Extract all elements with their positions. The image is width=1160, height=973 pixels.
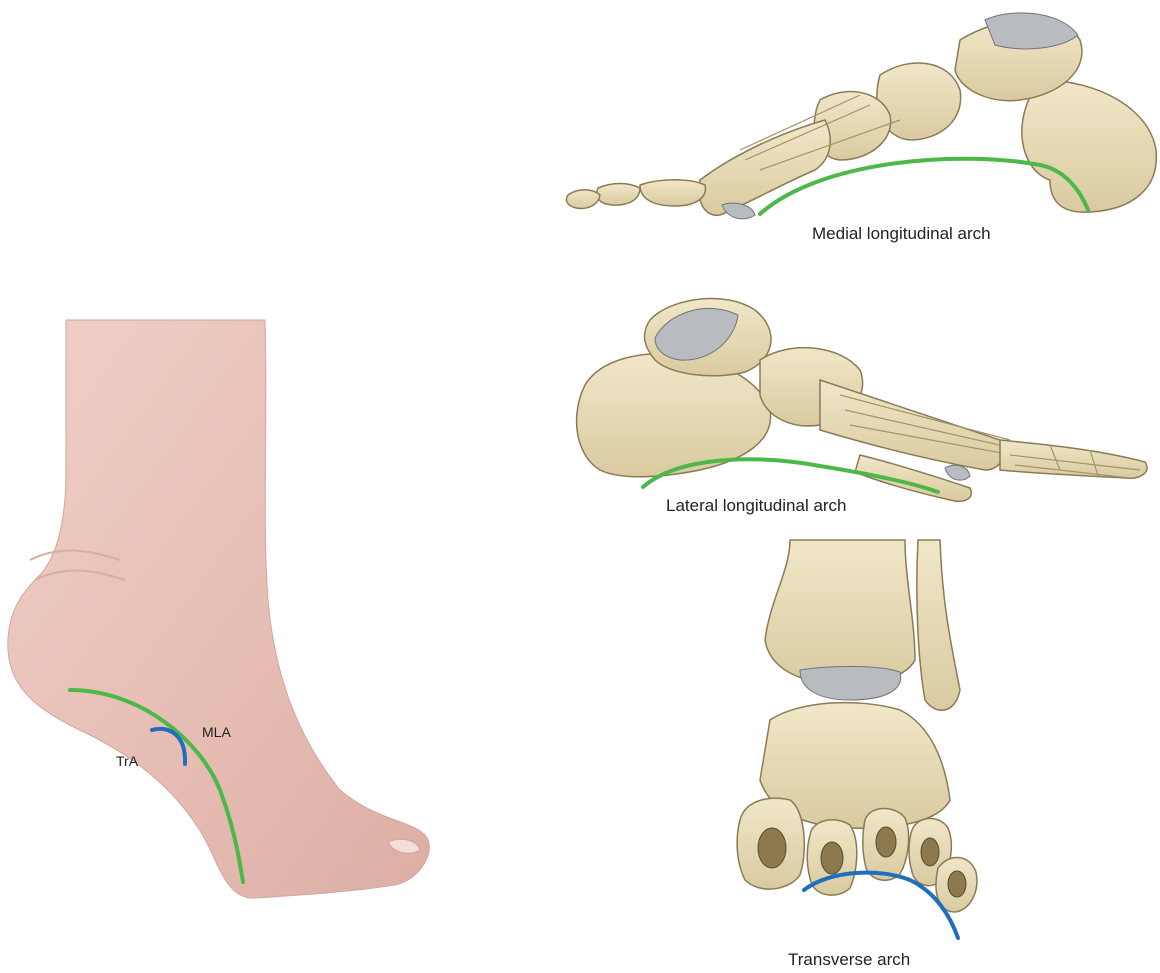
- lateral-sesamoid: [945, 465, 970, 480]
- medial-metatarsal: [699, 120, 831, 215]
- medial-calcaneus: [1022, 80, 1156, 212]
- medullary-1: [758, 828, 786, 868]
- medial-phalanx-1: [640, 180, 705, 206]
- medullary-5: [948, 871, 966, 897]
- tra-label: TrA: [116, 753, 139, 769]
- medullary-3: [876, 827, 896, 857]
- transverse-arch-label: Transverse arch: [788, 950, 910, 969]
- lateral-skeleton: Lateral longitudinal arch: [577, 299, 1147, 515]
- foot-photo: MLA TrA: [8, 320, 429, 898]
- tibia: [765, 540, 915, 686]
- medullary-2: [821, 842, 843, 874]
- fibula: [917, 540, 960, 710]
- foot-skin-shape: [8, 320, 429, 898]
- transverse-talus-cartilage: [800, 666, 901, 700]
- lateral-phalanges: [1000, 440, 1147, 478]
- medial-sesamoid: [722, 203, 755, 219]
- medullary-4: [921, 838, 939, 866]
- medial-skeleton: Medial longitudinal arch: [566, 13, 1156, 243]
- medial-phalanx-3: [566, 190, 600, 209]
- lateral-arch-label: Lateral longitudinal arch: [666, 496, 847, 515]
- medial-phalanx-2: [597, 184, 640, 206]
- mla-label: MLA: [202, 724, 231, 740]
- medial-arch-label: Medial longitudinal arch: [812, 224, 991, 243]
- transverse-skeleton: Transverse arch: [737, 540, 977, 969]
